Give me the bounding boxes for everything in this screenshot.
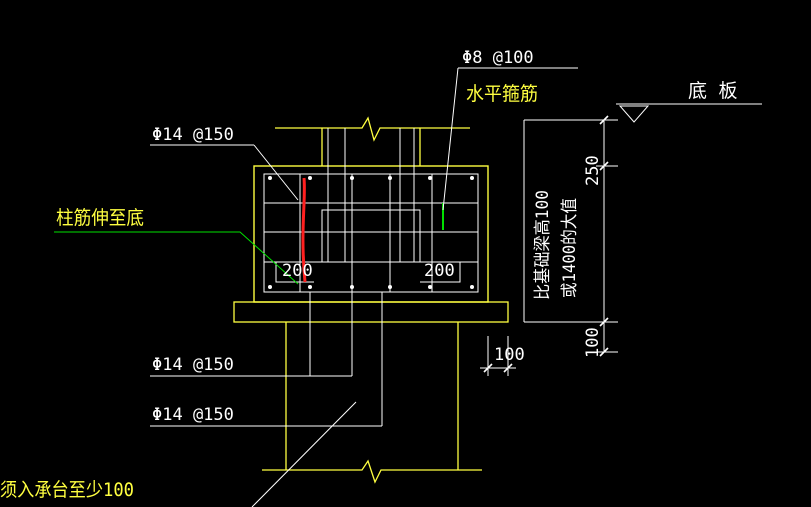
label-rebar-top: Φ8 @100 xyxy=(462,48,534,68)
label-dim-100-horizontal: 100 xyxy=(494,345,525,365)
leader-lines xyxy=(150,67,762,507)
lower-rebars xyxy=(309,292,383,426)
label-rebar-left-top: Φ14 @150 xyxy=(152,125,234,145)
label-dim-100-vertical: 100 xyxy=(583,327,603,358)
label-horizontal-stirrup: 水平箍筋 xyxy=(466,83,538,105)
label-embed-note: 须入承台至少100 xyxy=(0,479,134,501)
column-bar-leader xyxy=(54,231,299,285)
label-vertical-note-2: 或1400的大值 xyxy=(560,198,580,298)
label-floor-slab: 底 板 xyxy=(688,80,737,102)
dimension-ticks xyxy=(483,115,609,373)
upper-column-outline xyxy=(275,116,470,166)
pile-cap-outline xyxy=(233,301,509,484)
label-dim-250: 250 xyxy=(583,155,603,186)
label-dim-200-right: 200 xyxy=(424,261,455,281)
label-vertical-note-1: 比基础梁高100 xyxy=(533,190,553,300)
label-dim-200-left: 200 xyxy=(282,261,313,281)
label-rebar-mid: Φ14 @150 xyxy=(152,355,234,375)
label-rebar-low: Φ14 @150 xyxy=(152,405,234,425)
highlighted-column-bar xyxy=(301,177,307,283)
label-column-bar-to-bottom: 柱筋伸至底 xyxy=(56,207,144,229)
dimension-lines xyxy=(480,119,618,376)
rebar-dots xyxy=(268,176,474,289)
